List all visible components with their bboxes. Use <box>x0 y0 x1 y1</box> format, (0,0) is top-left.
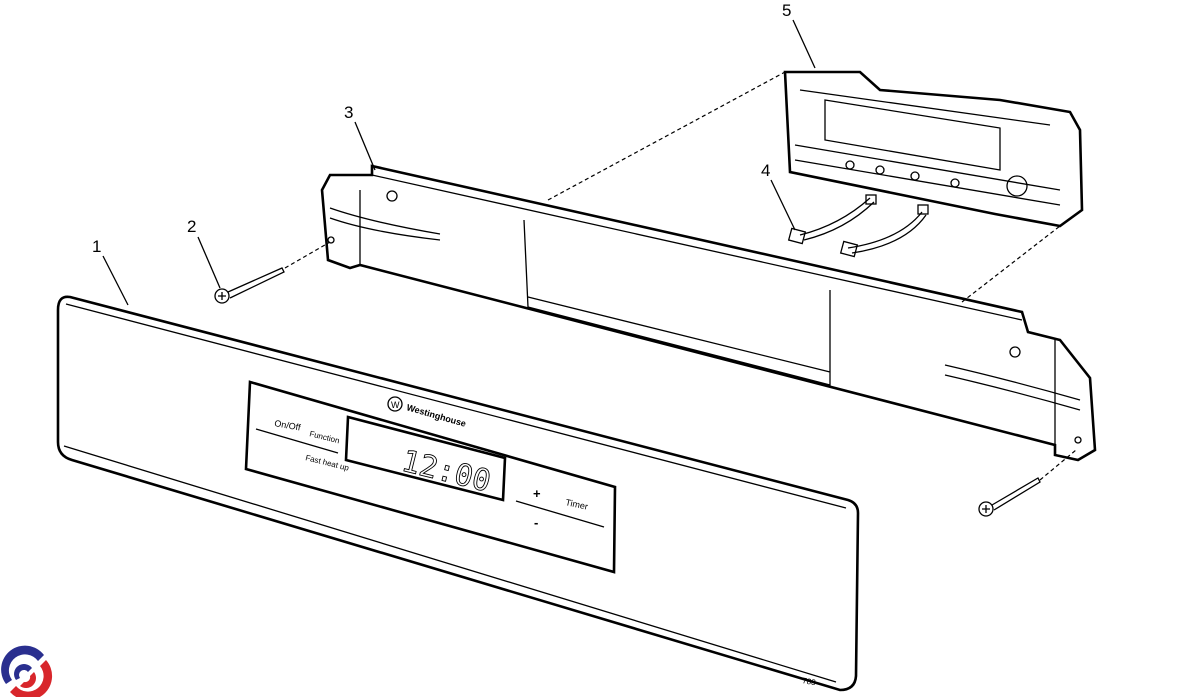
callout-4: 4 <box>761 161 770 180</box>
wiring-harness <box>787 194 929 258</box>
callouts: 1 2 3 4 5 <box>92 1 816 306</box>
mounting-bracket <box>320 164 1097 462</box>
display-window <box>344 415 507 502</box>
minus-label: - <box>534 515 538 530</box>
screw-left <box>214 267 285 304</box>
control-window <box>244 380 617 574</box>
callout-3: 3 <box>344 103 353 122</box>
callout-2: 2 <box>187 217 196 236</box>
function-label: Function <box>309 429 341 445</box>
on-off-label: On/Off <box>274 418 302 433</box>
plus-label: + <box>533 486 541 501</box>
timer-label: Timer <box>565 497 589 511</box>
electronic-control-module <box>783 70 1084 228</box>
callout-1: 1 <box>92 237 101 256</box>
callout-5: 5 <box>782 1 791 20</box>
front-control-panel: W Westinghouse On/Off Function Fast heat… <box>56 295 860 692</box>
screw-right <box>978 477 1041 517</box>
brand-logo-icon <box>387 396 403 412</box>
publisher-logo <box>1 645 53 697</box>
svg-text:W: W <box>391 400 400 410</box>
figure-number: 783 <box>802 676 817 687</box>
fast-heat-label: Fast heat up <box>305 453 351 473</box>
